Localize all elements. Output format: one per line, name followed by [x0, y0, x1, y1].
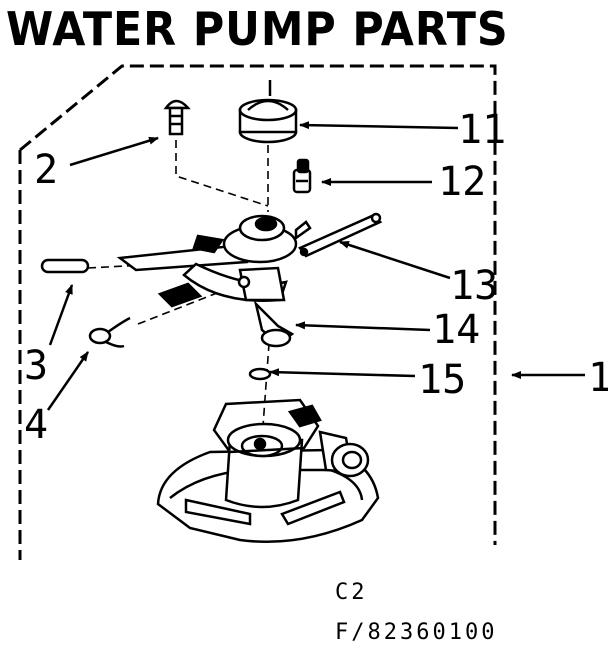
part-4-clip [88, 316, 131, 348]
callout-4: 4 [24, 402, 49, 448]
callout-13: 13 [450, 263, 499, 309]
callout-14: 14 [432, 307, 481, 353]
callout-11: 11 [458, 107, 507, 153]
arrow-4 [46, 351, 90, 411]
pump-body [156, 398, 380, 543]
figure-code: C2 [335, 580, 368, 605]
callout-1: 1 [588, 355, 608, 401]
part-13-lever [298, 212, 383, 258]
part-code: F/82360100 [335, 620, 498, 645]
part-15-seal [248, 367, 272, 381]
callout-15: 15 [418, 357, 467, 403]
arrow-3 [48, 284, 74, 346]
arrow-13 [339, 240, 451, 280]
arrow-15 [269, 368, 416, 378]
part-11-cap [238, 80, 298, 144]
part-3-pin [40, 258, 90, 274]
part-2-screw [163, 99, 191, 136]
part-12-plug [292, 158, 312, 194]
arrow-11 [299, 121, 459, 130]
callout-12: 12 [438, 159, 487, 205]
arrow-14 [295, 321, 431, 332]
part-14-housing [116, 214, 312, 348]
arrow-2 [69, 136, 159, 167]
assembly-boundary [18, 64, 497, 560]
callout-3: 3 [24, 343, 49, 389]
callout-arrows [46, 121, 585, 411]
callout-2: 2 [34, 147, 59, 193]
page-title: WATER PUMP PARTS [6, 2, 509, 56]
